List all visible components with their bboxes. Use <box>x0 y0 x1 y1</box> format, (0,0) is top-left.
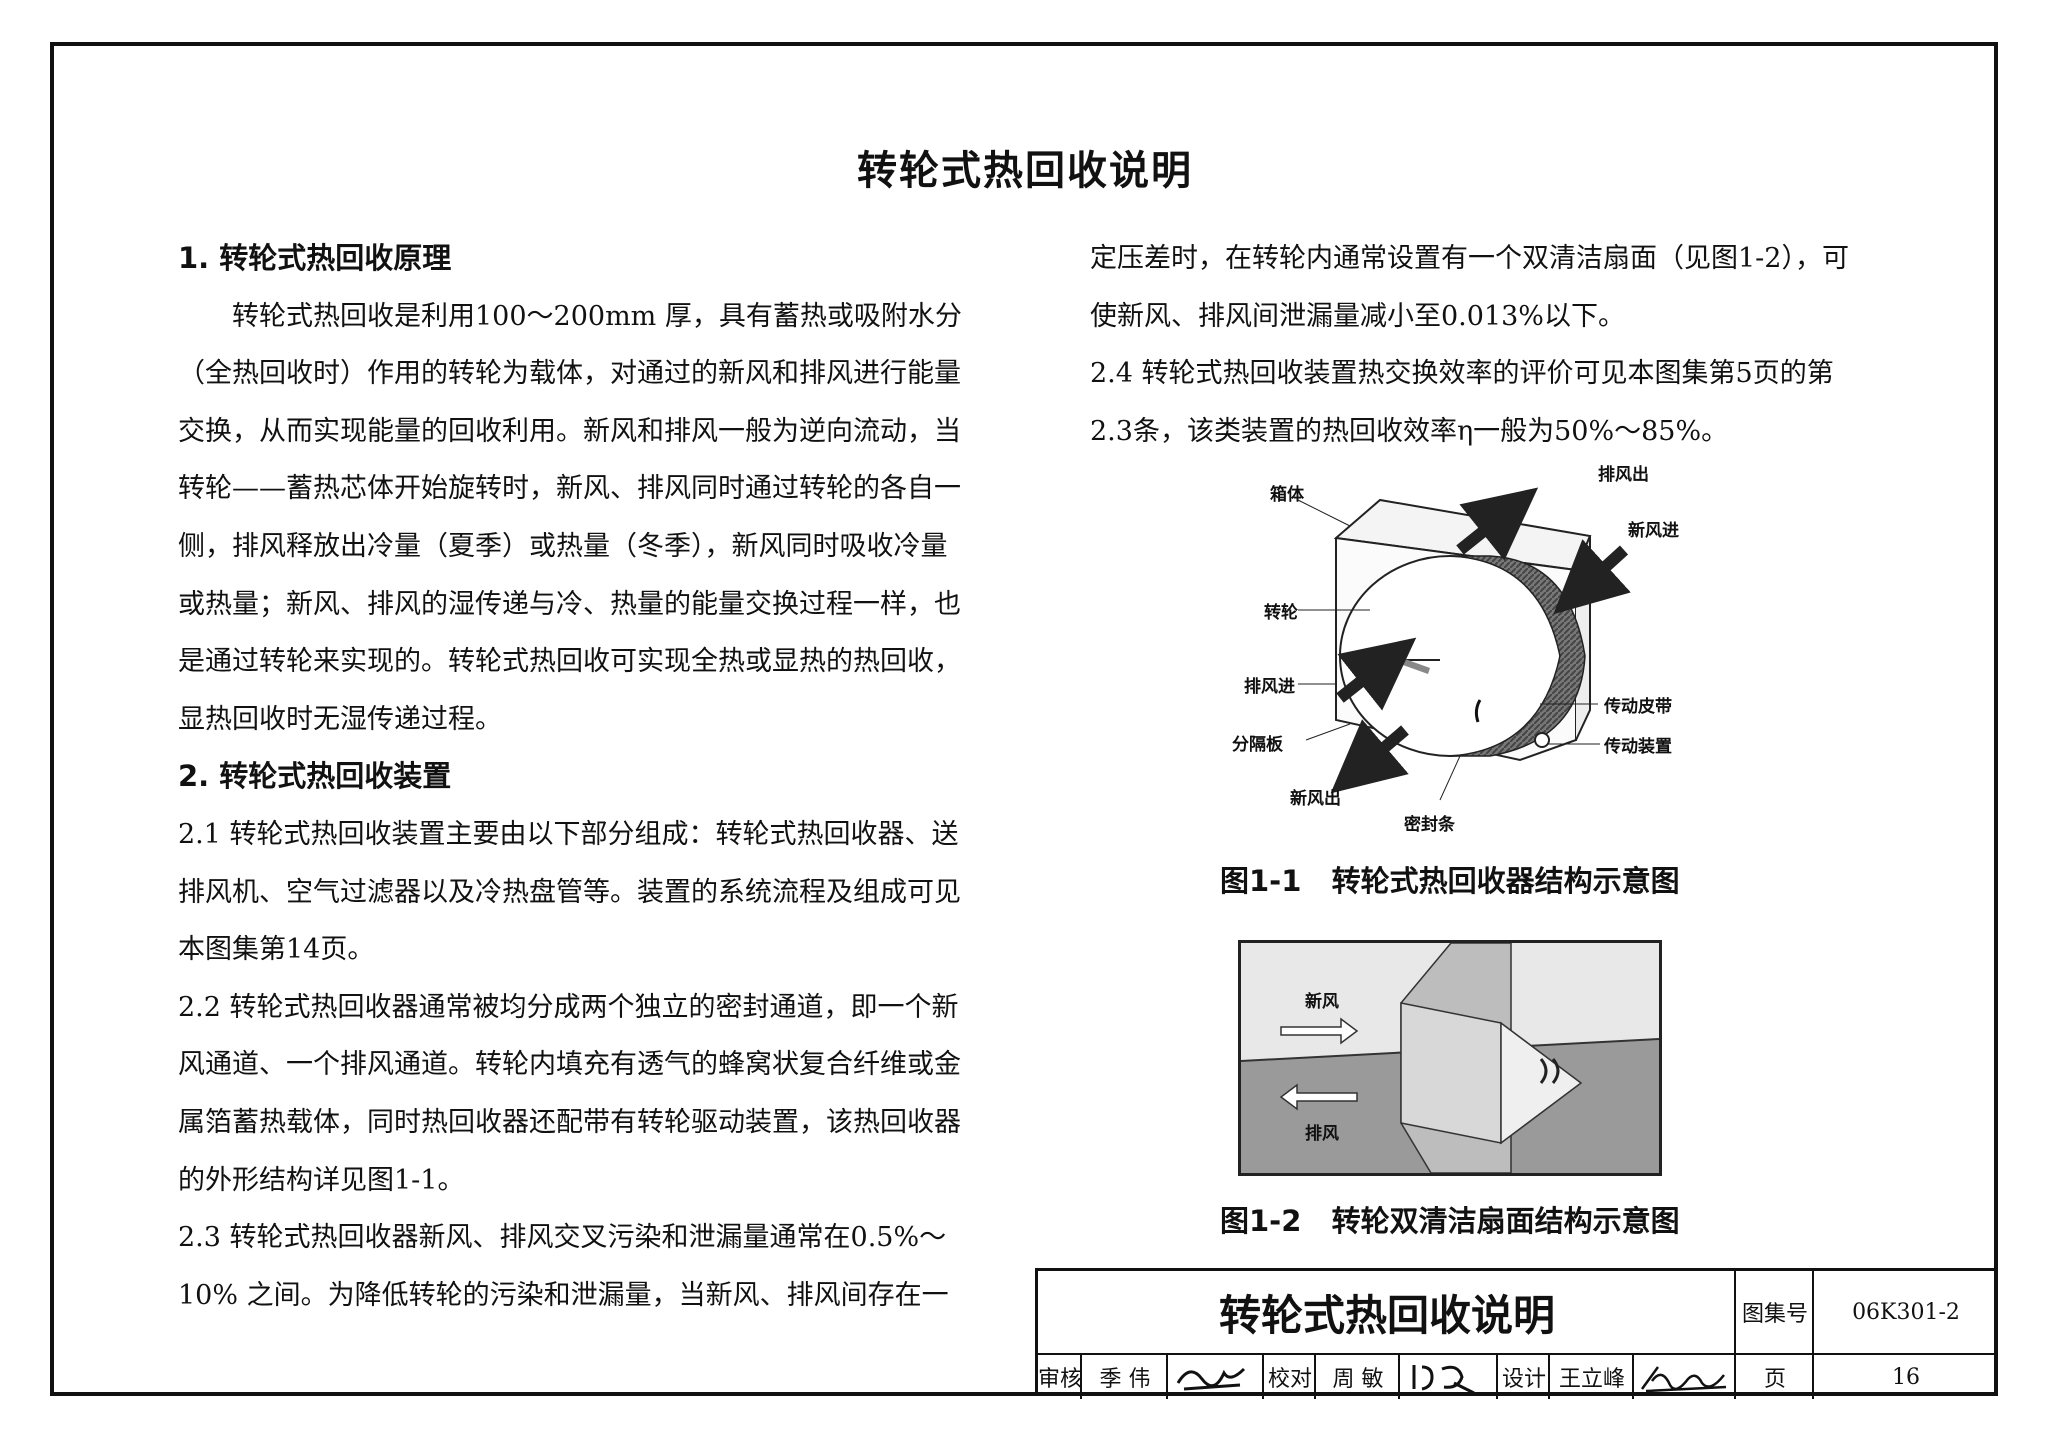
reviewer-signature <box>1174 1359 1254 1399</box>
figure-1-1: 箱体 排风出 新风进 转轮 排风进 传动皮带 分隔板 传动装置 新风出 密封条 <box>1232 460 1700 840</box>
paragraph: 2.1 转轮式热回收装置主要由以下部分组成：转轮式热回收器、送排风机、空气过滤器… <box>178 818 961 966</box>
designer-signature <box>1638 1361 1734 1399</box>
right-column: 定压差时，在转轮内通常设置有一个双清洁扇面（见图1-2），可使新风、排风间泄漏量… <box>1090 230 1860 460</box>
paragraph: 2.3 转轮式热回收器新风、排风交叉污染和泄漏量通常在0.5%～10% 之间。为… <box>178 1222 949 1311</box>
label-fresh-in: 新风进 <box>1628 521 1679 541</box>
review-label: 审核 <box>1038 1367 1083 1392</box>
figure-1-2: 新风 排风 <box>1238 940 1662 1176</box>
designer-name: 王立峰 <box>1558 1367 1625 1392</box>
label-wheel: 转轮 <box>1264 603 1298 623</box>
figure-1-2-caption: 图1-2 转轮双清洁扇面结构示意图 <box>1220 1204 1680 1238</box>
section-heading: 1. 转轮式热回收原理 <box>178 241 452 275</box>
reviewer-name: 季 伟 <box>1099 1367 1151 1392</box>
checker-name: 周 敏 <box>1332 1367 1384 1392</box>
title-block-divider <box>1398 1355 1400 1399</box>
title-block-divider <box>1734 1271 1736 1399</box>
label-drive: 传动装置 <box>1604 737 1672 757</box>
paragraph: 2.4 转轮式热回收装置热交换效率的评价可见本图集第5页的第2.3条，该类装置的… <box>1090 358 1834 447</box>
paragraph: 转轮式热回收是利用100～200mm 厚，具有蓄热或吸附水分（全热回收时）作用的… <box>178 300 962 735</box>
label-exhaust: 排风 <box>1305 1124 1339 1144</box>
title-block-divider <box>1548 1355 1550 1399</box>
label-partition: 分隔板 <box>1232 735 1283 755</box>
paragraph: 2.2 转轮式热回收器通常被均分成两个独立的密封通道，即一个新风通道、一个排风通… <box>178 991 961 1196</box>
left-column: 1. 转轮式热回收原理转轮式热回收是利用100～200mm 厚，具有蓄热或吸附水… <box>178 230 968 1324</box>
title-block-divider <box>1812 1271 1814 1399</box>
paragraph: 定压差时，在转轮内通常设置有一个双清洁扇面（见图1-2），可使新风、排风间泄漏量… <box>1090 243 1849 332</box>
double-purge-sector-diagram <box>1241 943 1659 1173</box>
page-label: 页 <box>1763 1367 1786 1392</box>
design-label: 设计 <box>1501 1367 1546 1392</box>
label-exhaust-in: 排风进 <box>1244 677 1295 697</box>
title-block-title: 转轮式热回收说明 <box>1218 1290 1555 1340</box>
page-title: 转轮式热回收说明 <box>857 148 1193 194</box>
title-block: 转轮式热回收说明 图集号 06K301-2 审核 季 伟 校对 周 敏 设计 王… <box>1035 1268 1998 1399</box>
drawing-frame <box>50 42 1998 1396</box>
checker-signature <box>1408 1359 1488 1399</box>
label-seal: 密封条 <box>1404 815 1455 835</box>
title-block-rule <box>1038 1353 1998 1355</box>
label-box: 箱体 <box>1270 485 1304 505</box>
label-belt: 传动皮带 <box>1604 697 1672 717</box>
atlas-label: 图集号 <box>1741 1302 1808 1327</box>
title-block-divider <box>1496 1355 1498 1399</box>
section-heading: 2. 转轮式热回收装置 <box>178 759 452 794</box>
title-block-divider <box>1262 1355 1264 1399</box>
figure-1-1-caption: 图1-1 转轮式热回收器结构示意图 <box>1220 864 1680 898</box>
title-block-divider <box>1080 1355 1082 1399</box>
title-block-divider <box>1632 1355 1634 1399</box>
label-exhaust-out: 排风出 <box>1598 465 1649 485</box>
check-label: 校对 <box>1267 1367 1312 1392</box>
page-number: 16 <box>1892 1364 1920 1390</box>
atlas-number: 06K301-2 <box>1852 1299 1960 1325</box>
rotary-heat-exchanger-diagram <box>1297 487 1631 801</box>
label-fresh: 新风 <box>1305 992 1339 1012</box>
title-block-divider <box>1166 1355 1168 1399</box>
title-block-divider <box>1314 1355 1316 1399</box>
label-fresh-out: 新风出 <box>1290 789 1341 809</box>
